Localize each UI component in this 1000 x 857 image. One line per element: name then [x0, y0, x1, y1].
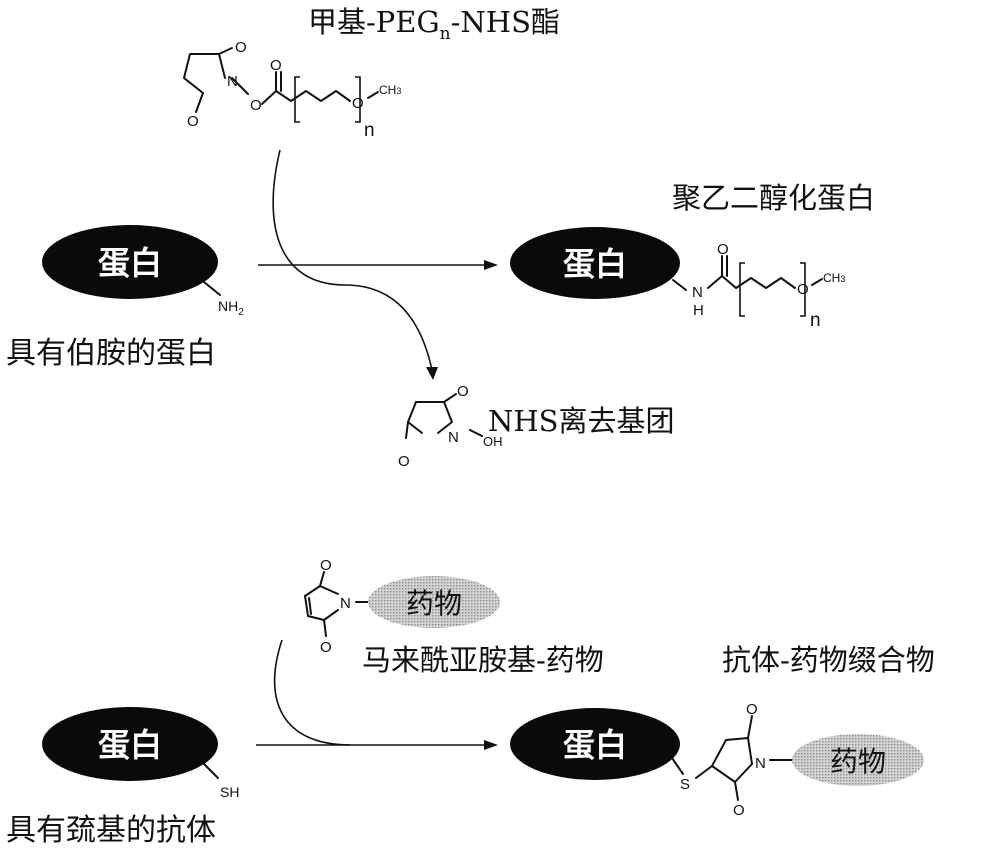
atom-n: N: [448, 429, 459, 446]
atom-s: S: [680, 776, 690, 793]
thiol-group: SH: [220, 784, 239, 800]
reaction-arrow-head: [484, 740, 498, 750]
repeat-n: n: [364, 120, 375, 141]
atom-o: O: [250, 97, 262, 114]
product-protein-oval: [510, 227, 680, 299]
succinimide-linker-structure: S O N O: [671, 701, 793, 819]
methyl-group: CH3: [379, 83, 401, 97]
atom-o: O: [187, 113, 199, 130]
atom-o: O: [746, 701, 758, 718]
atom-o: O: [717, 241, 729, 258]
methyl-group: CH3: [823, 271, 845, 285]
product-protein-label: 蛋白: [563, 245, 627, 283]
atom-o: O: [398, 453, 410, 470]
atom-o: O: [235, 39, 247, 56]
atom-o: O: [797, 281, 809, 298]
atom-o: O: [270, 57, 282, 74]
peg-chain-structure: N H O O CH3 n: [672, 241, 845, 331]
curved-arrow-head: [426, 367, 438, 380]
drug-blob: [368, 576, 500, 628]
protein-caption: 具有伯胺的蛋白: [6, 336, 216, 371]
atom-o: O: [352, 95, 364, 112]
maleimide-structure: O N O: [304, 557, 371, 656]
reaction-arrow-head: [484, 260, 498, 270]
protein-label: 蛋白: [98, 244, 162, 282]
antibody-caption: 具有巯基的抗体: [6, 813, 216, 848]
atom-h: H: [693, 302, 704, 319]
pegylated-protein-title: 聚乙二醇化蛋白: [672, 181, 875, 215]
curved-reagent-line: [273, 639, 351, 746]
atom-o: O: [320, 557, 332, 574]
nhs-leaving-group-structure: O N O OH: [398, 383, 503, 470]
curved-reaction-arrow: [272, 149, 433, 371]
hydroxyl-group: OH: [483, 434, 503, 449]
antibody-oval: [42, 707, 218, 781]
adc-protein-oval: [510, 708, 680, 780]
peg-nhs-structure: O N O O O O CH3 n: [183, 39, 401, 141]
adc-title: 抗体-药物缀合物: [722, 643, 935, 677]
nhs-leaving-group-label: NHS离去基团: [488, 404, 675, 438]
antibody-protein-label: 蛋白: [98, 726, 162, 764]
peg-nhs-title: 甲基-PEGn-NHS酯: [308, 5, 560, 44]
amine-group: NH2: [218, 298, 244, 318]
atom-n: N: [692, 284, 703, 301]
atom-n: N: [755, 755, 766, 772]
maleimide-drug-caption: 马来酰亚胺基-药物: [362, 643, 604, 677]
atom-o: O: [320, 639, 332, 656]
repeat-n: n: [810, 310, 821, 331]
atom-o: O: [457, 383, 469, 400]
atom-n: N: [227, 73, 238, 90]
drug-label: 药物: [406, 587, 462, 620]
protein-oval: [42, 225, 218, 299]
adc-drug-label: 药物: [830, 745, 886, 778]
atom-n: N: [340, 595, 351, 612]
adc-protein-label: 蛋白: [563, 726, 627, 764]
atom-o: O: [733, 802, 745, 819]
adc-drug-blob: [792, 734, 924, 786]
